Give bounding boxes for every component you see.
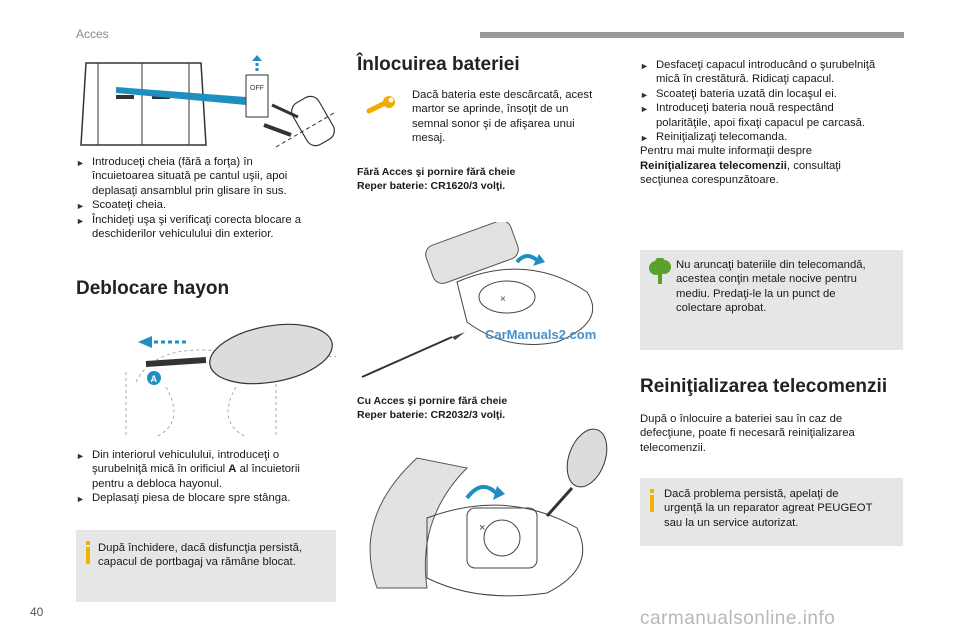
site-watermark: carmanualsonline.info	[640, 608, 836, 629]
arrow-icon: ►	[640, 133, 649, 144]
keyless-spec: Cu Acces şi pornire fără cheie Reper bat…	[357, 395, 508, 421]
arrow-icon: ►	[76, 451, 85, 461]
battery-steps: ►Desfaceţi capacul introducând o şurubel…	[640, 59, 876, 187]
section-header: Acces	[76, 27, 109, 41]
hayon-figure: A	[125, 323, 336, 438]
tree-icon	[649, 258, 671, 284]
battery-title: Înlocuirea bateriei	[357, 54, 520, 75]
remote-small-figure: × CarManuals2.com	[361, 222, 596, 378]
arrow-icon: ►	[76, 494, 85, 505]
reinit-title: Reiniţializarea telecomenzii	[640, 376, 888, 397]
door-lock-figure: OFF	[80, 55, 335, 148]
eco-box: Nu aruncaţi bateriile din telecomandă, a…	[640, 250, 903, 350]
wrench-icon	[366, 96, 395, 114]
battery-warning: Dacă bateria este descărcată, acest mart…	[412, 89, 593, 145]
info-icon	[86, 541, 90, 564]
no-keyless-spec: Fără Acces şi pornire fără cheie Reper b…	[357, 166, 516, 192]
door-steps: ►Introduceţi cheia (fără a forţa) în înc…	[76, 156, 302, 241]
remote-large-figure: ×	[369, 428, 608, 597]
arrow-icon: ►	[640, 104, 649, 115]
reinit-text: După o înlocuire a bateriei sau în caz d…	[640, 413, 855, 454]
arrow-icon: ►	[640, 61, 649, 71]
page-number: 40	[30, 605, 44, 619]
label-a: A	[151, 374, 158, 384]
off-label: OFF	[250, 85, 264, 92]
figure-watermark: CarManuals2.com	[485, 327, 596, 342]
svg-text:×: ×	[500, 294, 506, 305]
arrow-icon: ►	[640, 89, 649, 100]
hayon-title: Deblocare hayon	[76, 278, 230, 299]
arrow-icon: ►	[76, 215, 85, 226]
arrow-icon: ►	[76, 201, 85, 212]
info-icon	[650, 489, 654, 512]
info-box-hayon: După închidere, dacă disfuncţia persistă…	[76, 530, 336, 602]
hayon-steps: ►Din interiorul vehiculului, introduceţi…	[76, 448, 338, 506]
header-bar	[480, 32, 904, 38]
info-box-reinit: Dacă problema persistă, apelaţi de urgen…	[640, 478, 903, 546]
svg-text:×: ×	[479, 522, 485, 534]
arrow-icon: ►	[76, 158, 85, 168]
